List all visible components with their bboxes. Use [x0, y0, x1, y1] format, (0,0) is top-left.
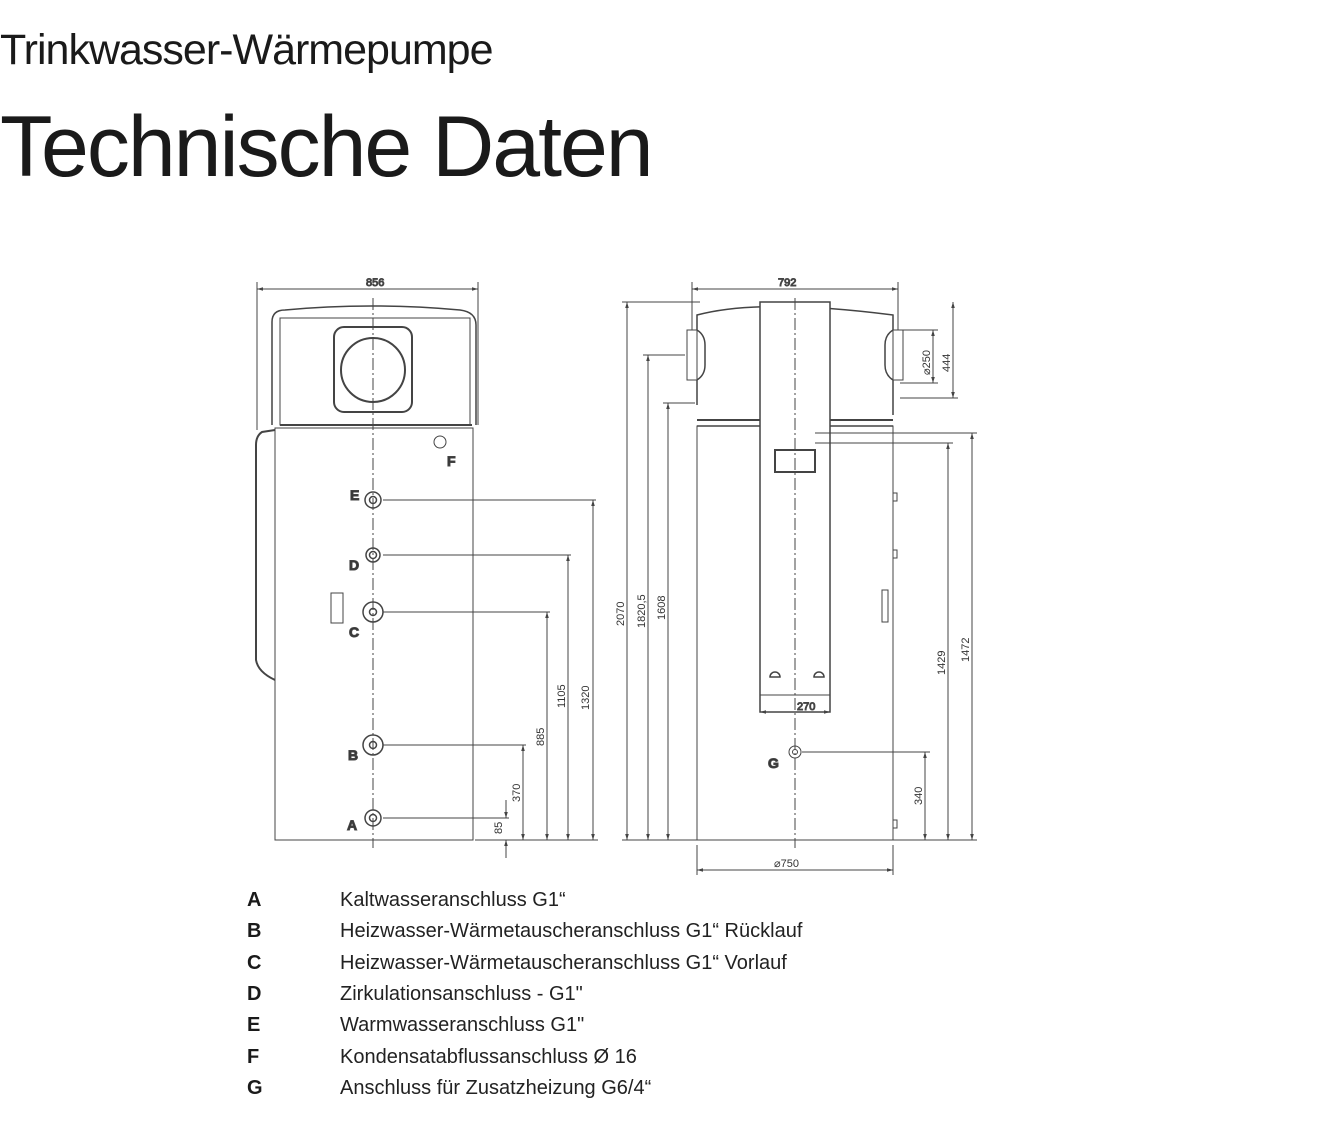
legend-row: F Kondensatabflussanschluss Ø 16	[247, 1041, 802, 1072]
legend-text: Kondensatabflussanschluss Ø 16	[340, 1045, 637, 1068]
subtitle: Trinkwasser-Wärmepumpe	[0, 26, 494, 74]
legend-key: G	[247, 1076, 263, 1099]
dim-1320: 1320	[580, 686, 592, 710]
side-view: 792 270 G 2070 1820,5 1608 ⌀	[615, 277, 977, 875]
legend-row: E Warmwasseranschluss G1"	[247, 1010, 802, 1041]
dim-d750: ⌀750	[774, 858, 799, 870]
legend-row: C Heizwasser-Wärmetauscheranschluss G1“ V…	[247, 948, 802, 979]
dim-side-width: 792	[778, 277, 796, 289]
legend-key: D	[247, 983, 262, 1006]
legend-text: Zirkulationsanschluss - G1"	[340, 983, 583, 1006]
dim-front-width: 856	[366, 277, 384, 289]
legend-key: C	[247, 951, 262, 974]
legend-row: B Heizwasser-Wärmetauscheranschluss G1“ R…	[247, 916, 802, 947]
legend-row: G Anschluss für Zusatzheizung G6/4“	[247, 1073, 802, 1104]
legend-row: A Kaltwasseranschluss G1“	[247, 885, 802, 916]
legend-key: F	[247, 1045, 260, 1068]
dim-340: 340	[913, 787, 925, 805]
dim-1608: 1608	[656, 596, 668, 620]
label-g: G	[768, 755, 779, 771]
dim-270: 270	[797, 701, 815, 713]
label-e: E	[350, 487, 359, 503]
label-b: B	[348, 747, 358, 763]
legend-key: B	[247, 920, 262, 943]
label-f: F	[447, 453, 456, 469]
dim-1472: 1472	[960, 638, 972, 662]
front-view: 856 F E D C B A 1320 1105 88	[255, 277, 598, 858]
connection-legend: A Kaltwasseranschluss G1“ B Heizwasser-Wär…	[247, 885, 802, 1104]
dim-885: 885	[535, 728, 547, 746]
label-c: C	[349, 624, 359, 640]
label-d: D	[349, 557, 359, 573]
legend-row: D Zirkulationsanschluss - G1"	[247, 979, 802, 1010]
dim-444: 444	[941, 354, 953, 372]
legend-text: Kaltwasseranschluss G1“	[340, 889, 566, 912]
dim-85: 85	[493, 822, 505, 834]
legend-text: Warmwasseranschluss G1"	[340, 1014, 585, 1037]
dim-d250: ⌀250	[921, 350, 933, 375]
legend-key: E	[247, 1014, 261, 1037]
dim-1820-5: 1820,5	[636, 594, 648, 628]
dim-2070: 2070	[615, 602, 627, 626]
label-a: A	[347, 817, 357, 833]
legend-text: Anschluss für Zusatzheizung G6/4“	[340, 1076, 652, 1099]
dim-370: 370	[511, 784, 523, 802]
dim-1105: 1105	[556, 684, 568, 708]
legend-text: Heizwasser-Wärmetauscheranschluss G1“ Rü…	[340, 920, 803, 943]
legend-key: A	[247, 889, 262, 912]
dim-1429: 1429	[936, 651, 948, 675]
legend-text: Heizwasser-Wärmetauscheranschluss G1“ Vo…	[340, 951, 787, 974]
page-title: Technische Daten	[0, 99, 654, 195]
